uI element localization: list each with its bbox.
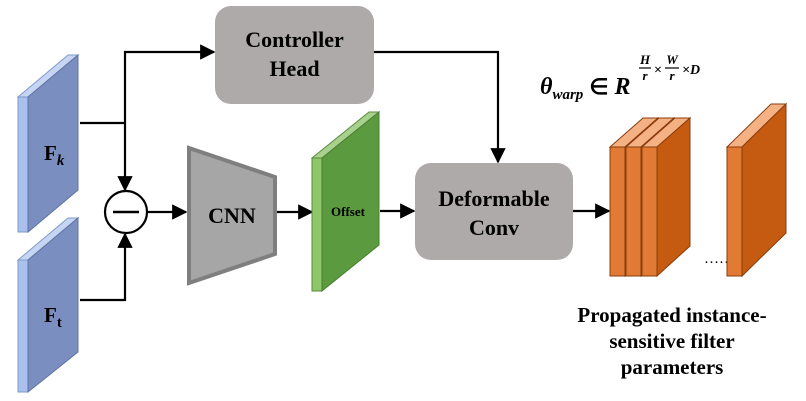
filter-caption: Propagated instance- sensitive filter pa… <box>548 302 796 380</box>
connectors <box>80 44 611 302</box>
caption-line2: sensitive filter <box>609 329 735 353</box>
formula-H: H <box>639 52 651 67</box>
controller-head-block: Controller Head <box>215 6 374 104</box>
formula-r1: r <box>642 68 648 83</box>
arrow-to-controller-head <box>123 44 216 123</box>
filter-stack: …… <box>608 102 788 278</box>
offset-block: Offset <box>310 110 381 293</box>
input-block-ft: Ft <box>16 216 80 394</box>
cnn-trapezoid <box>187 145 277 286</box>
controller-head-box <box>215 6 374 104</box>
deformable-conv-line2: Conv <box>469 215 519 240</box>
cnn-block: CNN <box>187 145 277 286</box>
controller-head-line2: Head <box>269 56 319 81</box>
fk-side-face <box>17 96 29 233</box>
ft-front-face <box>27 216 79 394</box>
fk-front-face <box>27 53 79 234</box>
formula-times-d: ×D <box>682 63 700 78</box>
deformable-conv-line1: Deformable <box>438 186 549 211</box>
fk-label: Fk <box>44 141 65 169</box>
ft-label: Ft <box>44 303 62 331</box>
deformable-conv-block: Deformable Conv <box>415 163 573 260</box>
formula-theta: θwarp∈R <box>540 74 631 103</box>
controller-head-line1: Controller <box>245 27 344 52</box>
caption-line1: Propagated instance- <box>577 303 767 327</box>
formula-times1: × <box>654 63 662 78</box>
filter-slab-3 <box>640 116 692 278</box>
arrow-controller-to-deformable <box>374 50 506 164</box>
deformable-conv-box <box>415 163 573 260</box>
offset-side-face <box>311 157 323 292</box>
formula: θwarp∈R H r × W r ×D <box>540 52 700 103</box>
cnn-label: CNN <box>208 203 256 228</box>
input-block-fk: Fk <box>16 53 80 234</box>
formula-W: W <box>666 52 679 67</box>
formula-r2: r <box>669 68 675 83</box>
offset-label: Offset <box>331 204 366 219</box>
subtract-operator <box>103 189 149 235</box>
offset-front-face <box>321 110 380 293</box>
ft-side-face <box>17 259 29 393</box>
caption-line3: parameters <box>620 355 724 379</box>
arrow-ft-to-subtract <box>80 232 133 302</box>
filter-slab-last <box>725 102 788 278</box>
